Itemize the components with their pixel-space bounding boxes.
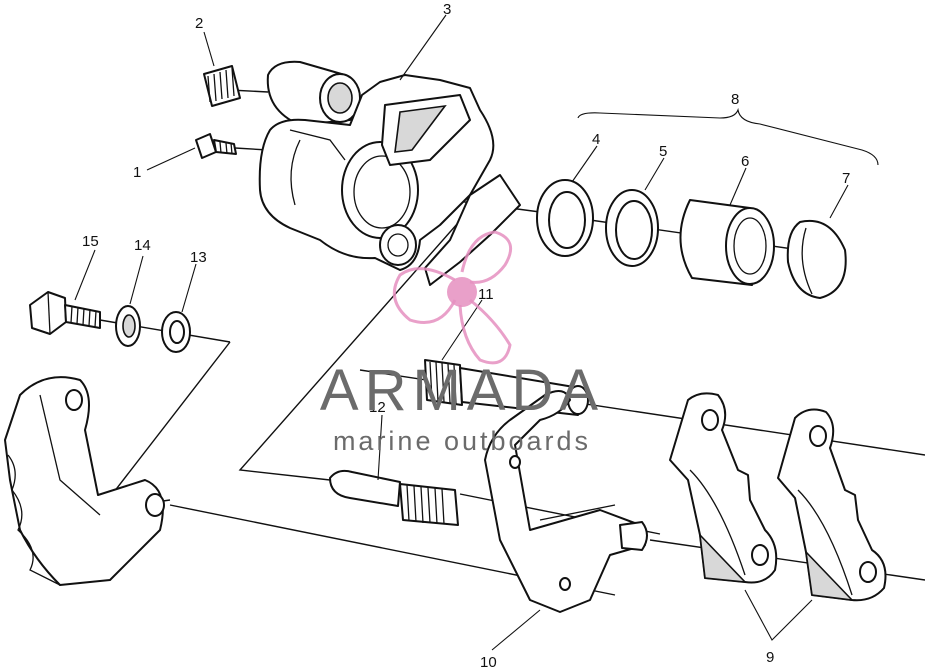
support-bracket xyxy=(484,390,648,613)
callout-leaders xyxy=(74,14,849,651)
bleeder-screw xyxy=(195,133,237,159)
callout-labels: 1 2 3 4 5 6 7 8 9 10 11 12 13 14 15 xyxy=(82,1,850,671)
callout-9: 9 xyxy=(766,649,774,666)
callout-4: 4 xyxy=(592,131,600,148)
callout-1: 1 xyxy=(133,164,141,181)
brake-pad-left xyxy=(669,392,778,584)
callout-11: 11 xyxy=(478,286,494,303)
piston-cap xyxy=(786,219,847,299)
group-bracket-4-7 xyxy=(577,107,879,166)
callout-7: 7 xyxy=(842,170,850,187)
watermark-tagline: marine outboards xyxy=(333,426,591,456)
piston-seal xyxy=(536,179,594,257)
callout-2: 2 xyxy=(195,15,203,32)
callout-6: 6 xyxy=(741,153,749,170)
mounting-bracket xyxy=(4,376,165,586)
mounting-bolt xyxy=(29,291,101,335)
callout-15: 15 xyxy=(82,233,99,250)
dust-seal xyxy=(605,189,659,267)
lock-washer xyxy=(115,305,141,347)
callout-8: 8 xyxy=(731,91,739,108)
flat-washer xyxy=(161,311,191,353)
callout-3: 3 xyxy=(443,1,451,18)
callout-5: 5 xyxy=(659,143,667,160)
watermark-brand: ARMADA xyxy=(320,358,604,423)
callout-12: 12 xyxy=(369,399,386,416)
callout-10: 10 xyxy=(480,654,497,671)
callout-14: 14 xyxy=(134,237,151,254)
caliper-body xyxy=(258,60,521,286)
callout-13: 13 xyxy=(190,249,207,266)
brake-pad-right xyxy=(777,408,887,602)
propeller-icon xyxy=(392,230,513,365)
bleeder-plug xyxy=(203,65,241,107)
watermark-logo: ARMADA marine outboards xyxy=(320,230,604,456)
caliper-pin-lower xyxy=(329,469,459,526)
piston xyxy=(679,199,775,286)
